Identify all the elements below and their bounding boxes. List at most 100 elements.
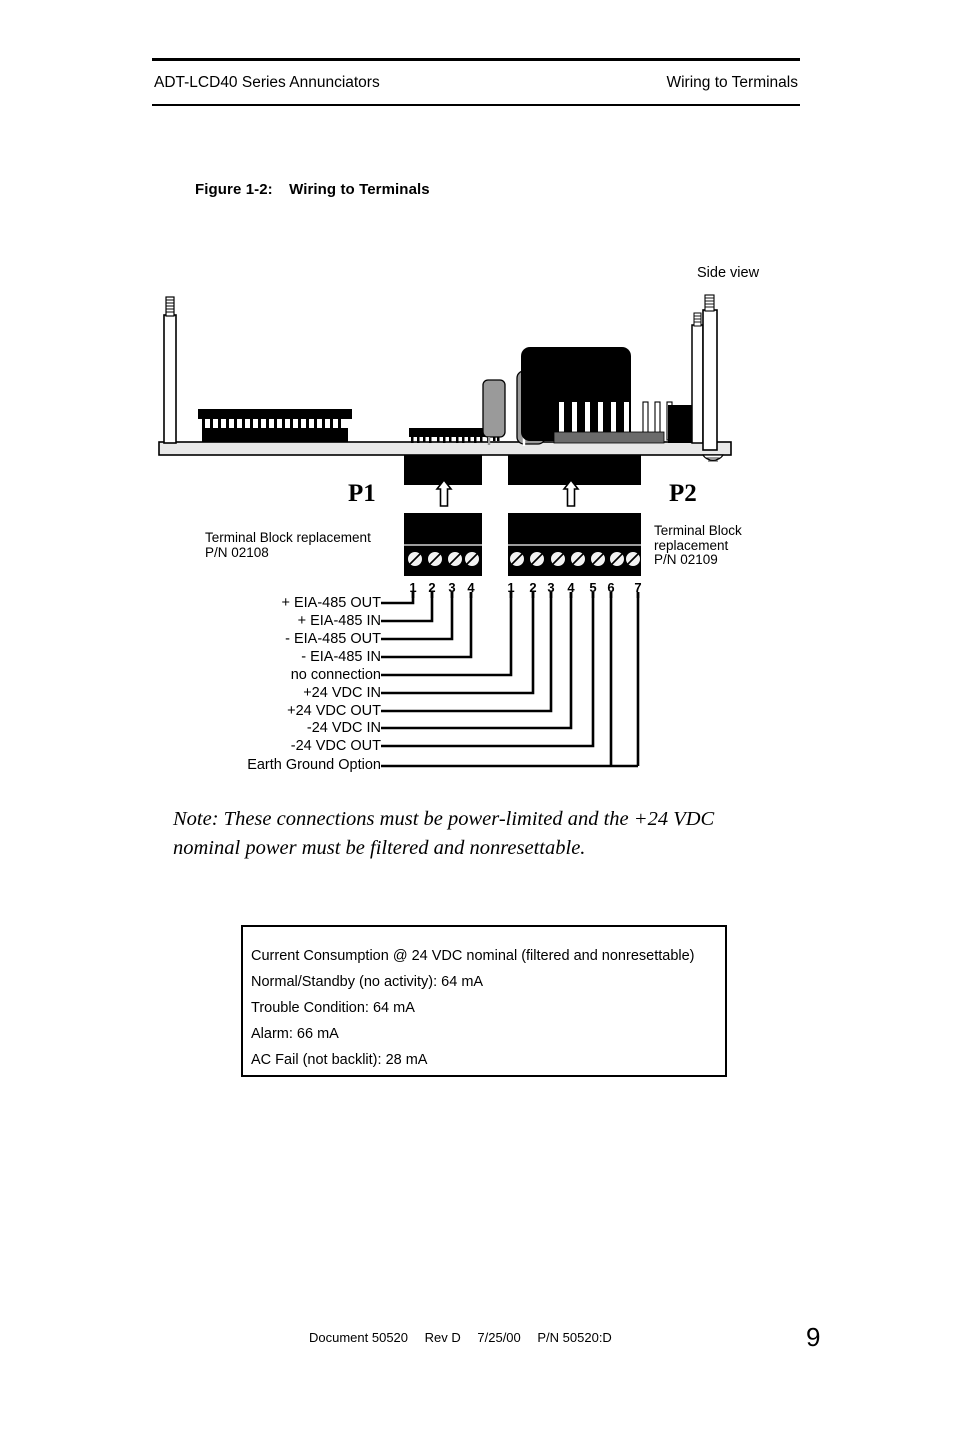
arrow-p2 (562, 478, 580, 507)
wire-label-24vdc-in-neg: -24 VDC IN (306, 720, 381, 736)
leader-line-p2-5 (381, 592, 595, 748)
ribbon-header-left-top (198, 409, 352, 419)
header-middle-pins (411, 437, 500, 443)
terminal-block-note-right: Terminal Block replacement P/N 02109 (654, 523, 742, 568)
pin-number-p2-3: 3 (547, 580, 555, 595)
leader-line-p2-4 (381, 592, 573, 730)
footer-revision: Rev D (424, 1330, 461, 1345)
connector-pins-white (559, 402, 629, 440)
leader-line-p1-4 (381, 592, 473, 659)
terminal-block-p1 (404, 513, 482, 576)
wire-label-24vdc-in-pos: +24 VDC IN (303, 685, 381, 701)
terminal-block-note-right-line3: P/N 02109 (654, 552, 718, 567)
wire-label-24vdc-out-pos: +24 VDC OUT (287, 703, 381, 719)
screw-terminal[interactable] (407, 551, 423, 567)
screw-terminal[interactable] (625, 551, 641, 567)
figure-caption-title: Wiring to Terminals (289, 181, 430, 198)
consumption-line-standby: Normal/Standby (no activity): 64 mA (251, 974, 484, 990)
screw-terminal[interactable] (590, 551, 606, 567)
header-title-right: Wiring to Terminals (666, 74, 798, 91)
wire-label-earth-ground: Earth Ground Option (247, 757, 381, 773)
side-view-label: Side view (697, 265, 760, 281)
terminal-block-note-left-line1: Terminal Block replacement (205, 530, 371, 545)
wire-label-eia485-out-pos: + EIA-485 OUT (281, 595, 381, 611)
standoff-right-outer-post (702, 309, 718, 451)
pin-number-p1-2: 2 (428, 580, 436, 595)
footer-part-number: P/N 50520:D (537, 1330, 612, 1345)
pin-number-p1-1: 1 (409, 580, 417, 595)
wire-label-eia485-in-pos: + EIA-485 IN (297, 613, 381, 629)
p2-board-connector (508, 455, 641, 485)
screw-terminal[interactable] (464, 551, 480, 567)
standoff-left (163, 296, 177, 444)
standoff-right-inner-threads (694, 315, 701, 323)
right-black-block (668, 405, 712, 443)
leader-line-p1-3 (381, 592, 454, 641)
connector-label-p1: P1 (348, 480, 376, 507)
standoff-left-screw (165, 296, 175, 317)
screw-terminal[interactable] (509, 551, 525, 567)
header-title-left: ADT-LCD40 Series Annunciators (154, 74, 380, 91)
leader-line-p2-3 (381, 592, 553, 713)
footer-document-number: Document 50520 (309, 1330, 409, 1345)
ribbon-header-left-base (202, 428, 348, 442)
header-middle (409, 428, 501, 443)
header-middle-body (409, 428, 501, 437)
screw-terminal[interactable] (550, 551, 566, 567)
pin-number-p2-4: 4 (567, 580, 575, 595)
screw-terminal[interactable] (447, 551, 463, 567)
wire-label-eia485-in-neg: - EIA-485 IN (301, 649, 381, 665)
pin-number-p1-4: 4 (467, 580, 475, 595)
leader-line-p2-1 (381, 592, 513, 677)
terminal-block-p1-screws (407, 551, 480, 567)
standoff-right (691, 294, 725, 462)
page-header: ADT-LCD40 Series Annunciators Wiring to … (152, 58, 800, 106)
pin-number-p2-1: 1 (507, 580, 515, 595)
capacitor-large-body (516, 370, 546, 445)
leader-line-p1-2 (381, 592, 434, 623)
figure-caption: Figure 1-2: Wiring to Terminals (195, 181, 430, 198)
standoff-right-inner-post (691, 324, 704, 444)
standoff-right-outer-screw (704, 294, 715, 312)
power-limited-note: Note: These connections must be power-li… (173, 808, 715, 859)
footer-document-info: Document 50520 Rev D 7/25/00 P/N 50520:D (309, 1330, 612, 1345)
ic-module-large (521, 347, 631, 441)
arrow-p1 (435, 478, 453, 507)
standoff-right-outer-threads (705, 297, 714, 308)
screw-terminal[interactable] (570, 551, 586, 567)
screw-terminal[interactable] (427, 551, 443, 567)
plug-in-arrows (435, 478, 580, 507)
footer-date: 7/25/00 (477, 1330, 521, 1345)
terminal-block-note-right-line1: Terminal Block (654, 523, 742, 538)
screw-terminal[interactable] (609, 551, 625, 567)
terminal-block-p2 (508, 513, 641, 576)
header-rule-top (152, 58, 800, 61)
consumption-line-alarm: Alarm: 66 mA (251, 1026, 339, 1042)
connector-base-strip (553, 431, 665, 444)
header-rule-bottom (152, 104, 800, 106)
ribbon-header-left-pins (202, 419, 341, 428)
standoff-right-inner-screw (693, 312, 702, 327)
consumption-line-acfail: AC Fail (not backlit): 28 mA (251, 1052, 428, 1068)
capacitor-small (482, 379, 506, 445)
connector-pins-outlined (642, 401, 673, 441)
screw-terminal[interactable] (529, 551, 545, 567)
standoff-right-nut-threads (706, 457, 720, 462)
ribbon-header-left (198, 409, 352, 442)
pin-number-p2-5: 5 (589, 580, 597, 595)
standoff-left-threads (166, 299, 174, 313)
terminal-block-p1-body (404, 513, 482, 576)
wire-label-no-connection: no connection (290, 667, 381, 683)
pin-number-p2-7: 7 (634, 580, 642, 595)
leader-lines (381, 592, 640, 768)
wire-label-eia485-out-neg: - EIA-485 OUT (285, 631, 381, 647)
current-consumption-box: Current Consumption @ 24 VDC nominal (fi… (241, 925, 727, 1077)
pcb-board (158, 441, 732, 456)
terminal-block-p2-body (508, 513, 641, 576)
terminal-block-note-right-line2: replacement (654, 537, 729, 553)
connector-label-p2: P2 (669, 480, 697, 507)
terminal-block-note-left-line2: P/N 02108 (205, 544, 269, 560)
capacitor-small-body (482, 379, 506, 438)
